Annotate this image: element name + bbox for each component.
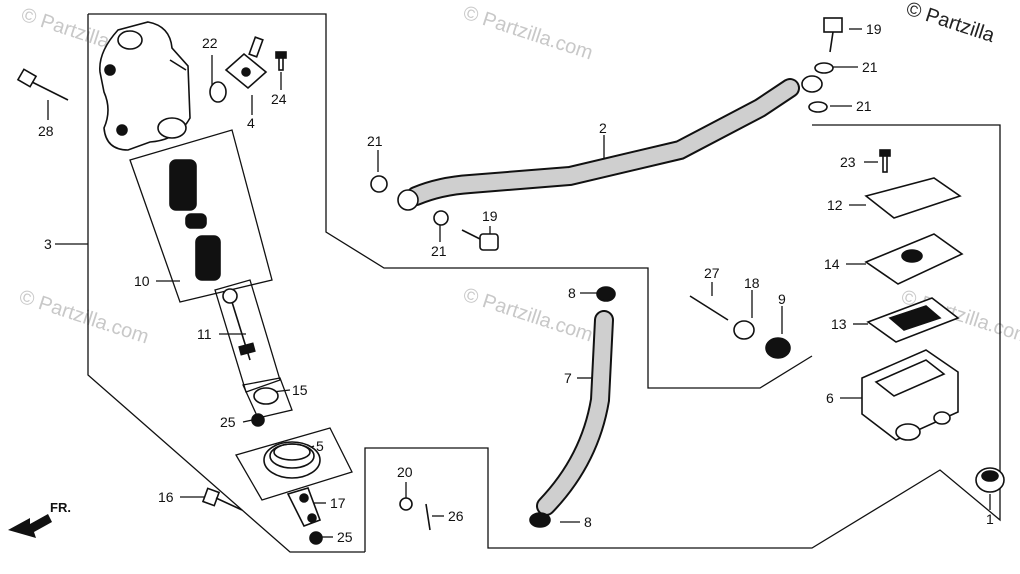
callout-label: 6 — [826, 390, 834, 406]
callout-label: 2 — [599, 120, 607, 136]
sealing-washer — [370, 175, 388, 193]
copyright-brand: © Partzilla — [903, 0, 998, 47]
piston-sub-outline — [129, 129, 273, 303]
callout-label: 21 — [856, 98, 872, 114]
callout-label: 23 — [840, 154, 856, 170]
lock-nut — [309, 531, 323, 545]
hose-clip — [529, 512, 551, 528]
callout-label: 21 — [862, 59, 878, 75]
front-label: FR. — [50, 500, 71, 515]
callout-label: 19 — [482, 208, 498, 224]
callout-label: 21 — [431, 243, 447, 259]
push-rod — [222, 288, 256, 361]
callout-label: 8 — [568, 285, 576, 301]
master-cylinder-outline-left — [87, 14, 365, 553]
banjo-bolt — [823, 17, 843, 53]
callout-label: 16 — [158, 489, 174, 505]
pivot-bolt — [201, 487, 243, 511]
brake-hose — [397, 75, 823, 211]
hose-clip — [596, 286, 616, 302]
washer — [399, 497, 413, 511]
o-ring — [209, 81, 227, 103]
reservoir-outline — [364, 124, 1001, 552]
reservoir-bolt — [689, 295, 729, 321]
callout-labels: 1 2 3 4 5 6 7 8 8 9 10 11 12 13 14 15 16… — [38, 21, 994, 545]
group-outlines — [87, 13, 1001, 553]
screw — [275, 51, 287, 71]
callout-label: 27 — [704, 265, 720, 281]
seal-sub-outline — [242, 377, 293, 419]
diaphragm-plate — [864, 233, 964, 285]
cotter-pin — [425, 503, 431, 531]
master-cylinder-outline — [88, 13, 813, 389]
callout-label: 7 — [564, 370, 572, 386]
watermark: © Partzilla.com — [460, 2, 595, 65]
callout-label: 15 — [292, 382, 308, 398]
boot-sub-outline — [235, 427, 353, 501]
callout-label: 4 — [247, 115, 255, 131]
diaphragm — [866, 297, 960, 343]
callout-label: 8 — [584, 514, 592, 530]
sealing-washer — [814, 62, 834, 74]
callout-label: 9 — [778, 291, 786, 307]
callout-label: 24 — [271, 91, 287, 107]
rod-sub-outline — [214, 279, 281, 393]
cap-screw — [879, 149, 891, 173]
hose-joint — [224, 36, 268, 90]
seal — [253, 387, 279, 405]
callout-label: 21 — [367, 133, 383, 149]
callout-label: 17 — [330, 495, 346, 511]
watermark: © Partzilla.com — [16, 286, 151, 349]
callout-label: 20 — [397, 464, 413, 480]
callout-label: 25 — [220, 414, 236, 430]
piston-set — [169, 159, 221, 281]
front-direction-arrow: FR. — [8, 500, 71, 538]
reservoir-cap — [864, 177, 962, 219]
callout-label: 10 — [134, 273, 150, 289]
callout-label: 5 — [316, 438, 324, 454]
callout-label: 14 — [824, 256, 840, 272]
callout-label: 22 — [202, 35, 218, 51]
callout-label: 11 — [197, 326, 212, 342]
reservoir-nut — [765, 337, 791, 359]
rubber-boot — [263, 441, 321, 479]
mounting-bolt — [16, 68, 69, 101]
reservoir-hose — [536, 310, 614, 516]
callout-label: 1 — [986, 511, 994, 527]
callout-label: 12 — [827, 197, 843, 213]
banjo-bolt — [461, 229, 499, 251]
sealing-washer — [808, 101, 828, 113]
callout-label: 13 — [831, 316, 847, 332]
master-cylinder-body — [99, 21, 191, 151]
reservoir — [861, 349, 959, 441]
callout-label: 3 — [44, 236, 52, 252]
callout-label: 25 — [337, 529, 353, 545]
callout-label: 19 — [866, 21, 882, 37]
callout-label: 26 — [448, 508, 464, 524]
callout-label: 28 — [38, 123, 54, 139]
clevis-joint — [286, 487, 322, 528]
callout-label: 18 — [744, 275, 760, 291]
leader-lines — [47, 28, 991, 538]
collar — [733, 320, 755, 340]
lock-nut — [251, 413, 265, 427]
grommet — [975, 467, 1005, 493]
sealing-washer — [433, 210, 449, 226]
